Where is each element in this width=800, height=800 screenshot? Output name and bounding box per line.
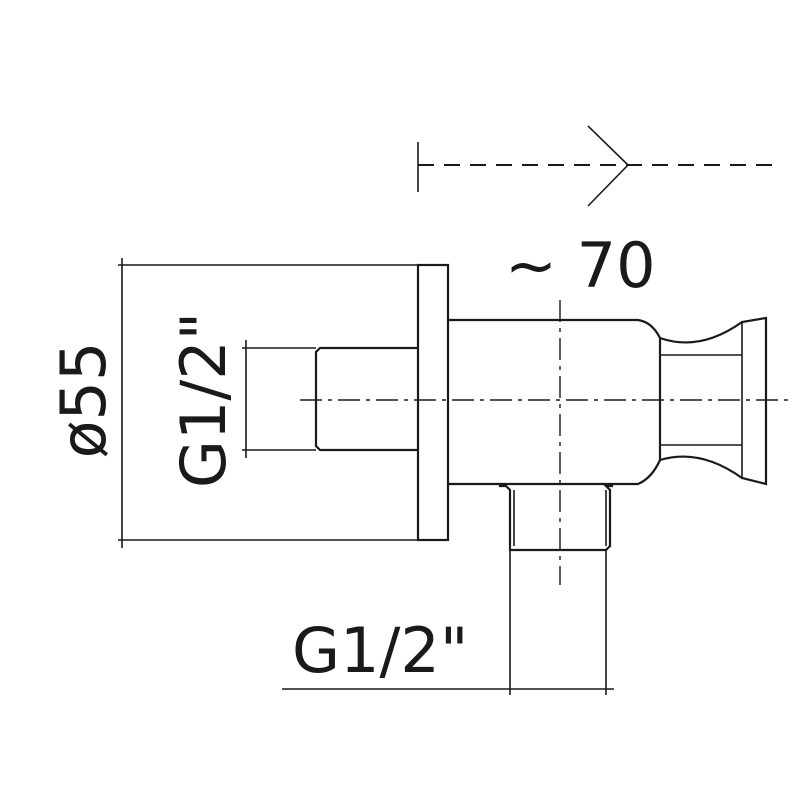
direction-arrow [417, 125, 775, 207]
inlet-thread-dimension [242, 340, 316, 458]
diameter-dimension [118, 258, 418, 548]
outlet-nipple [498, 484, 614, 552]
inlet-nipple [314, 346, 418, 452]
outlet-thread-dimension [282, 550, 614, 695]
outlet-body [448, 316, 768, 486]
projection-label: ~ 70 [505, 229, 656, 302]
diameter-label: ø55 [47, 342, 120, 459]
inlet-thread-label: G1/2" [167, 312, 240, 488]
wall-flange [416, 263, 450, 542]
outlet-thread-label: G1/2" [292, 614, 468, 687]
